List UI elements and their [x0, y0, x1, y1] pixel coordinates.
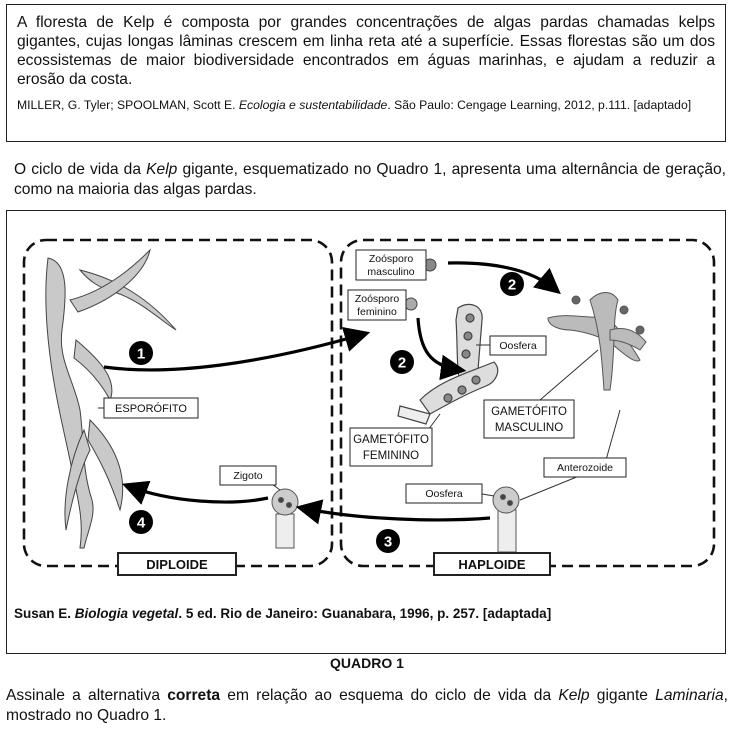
question-text: Assinale a alternativa correta em relaçã…: [6, 686, 728, 726]
gametofito-feminino-label-1: GAMETÓFITO: [353, 433, 429, 446]
step-badge-3: 3: [384, 534, 392, 551]
arrow-2-female: [418, 318, 460, 370]
gametofito-masculino-label-1: GAMETÓFITO: [491, 405, 567, 418]
anterozoide-label: Anterozoide: [557, 462, 613, 474]
step-badge-2-female: 2: [398, 355, 406, 372]
figure-caption: Susan E. Biologia vegetal. 5 ed. Rio de …: [14, 606, 551, 621]
step-badge-2-male: 2: [508, 277, 516, 294]
esporofito-label: ESPORÓFITO: [115, 402, 187, 415]
arrow-4: [128, 486, 268, 502]
fertilization-drawing: [493, 487, 519, 552]
quadro-label: QUADRO 1: [0, 655, 734, 671]
diploide-label: DIPLOIDE: [146, 557, 208, 572]
step-badge-4: 4: [137, 515, 146, 532]
female-zoospore-icon: [405, 298, 417, 310]
zygote-drawing: [272, 489, 298, 548]
male-gametophyte-drawing: [548, 293, 646, 391]
step-badge-1: 1: [137, 346, 145, 363]
zoosporo-feminino-label-1: Zoósporo: [355, 293, 400, 305]
arrow-3: [302, 508, 490, 520]
haploide-label: HAPLOIDE: [458, 557, 526, 572]
gametofito-feminino-label-2: FEMININO: [363, 450, 419, 462]
zoosporo-masculino-label-2: masculino: [367, 266, 414, 278]
oosfera-bottom-label: Oosfera: [425, 488, 463, 500]
oosfera-top-label: Oosfera: [499, 340, 537, 352]
zoosporo-feminino-label-2: feminino: [357, 306, 397, 318]
zoosporo-masculino-label-1: Zoósporo: [369, 253, 414, 265]
zigoto-label: Zigoto: [233, 470, 262, 482]
gametofito-masculino-label-2: MASCULINO: [495, 422, 563, 434]
